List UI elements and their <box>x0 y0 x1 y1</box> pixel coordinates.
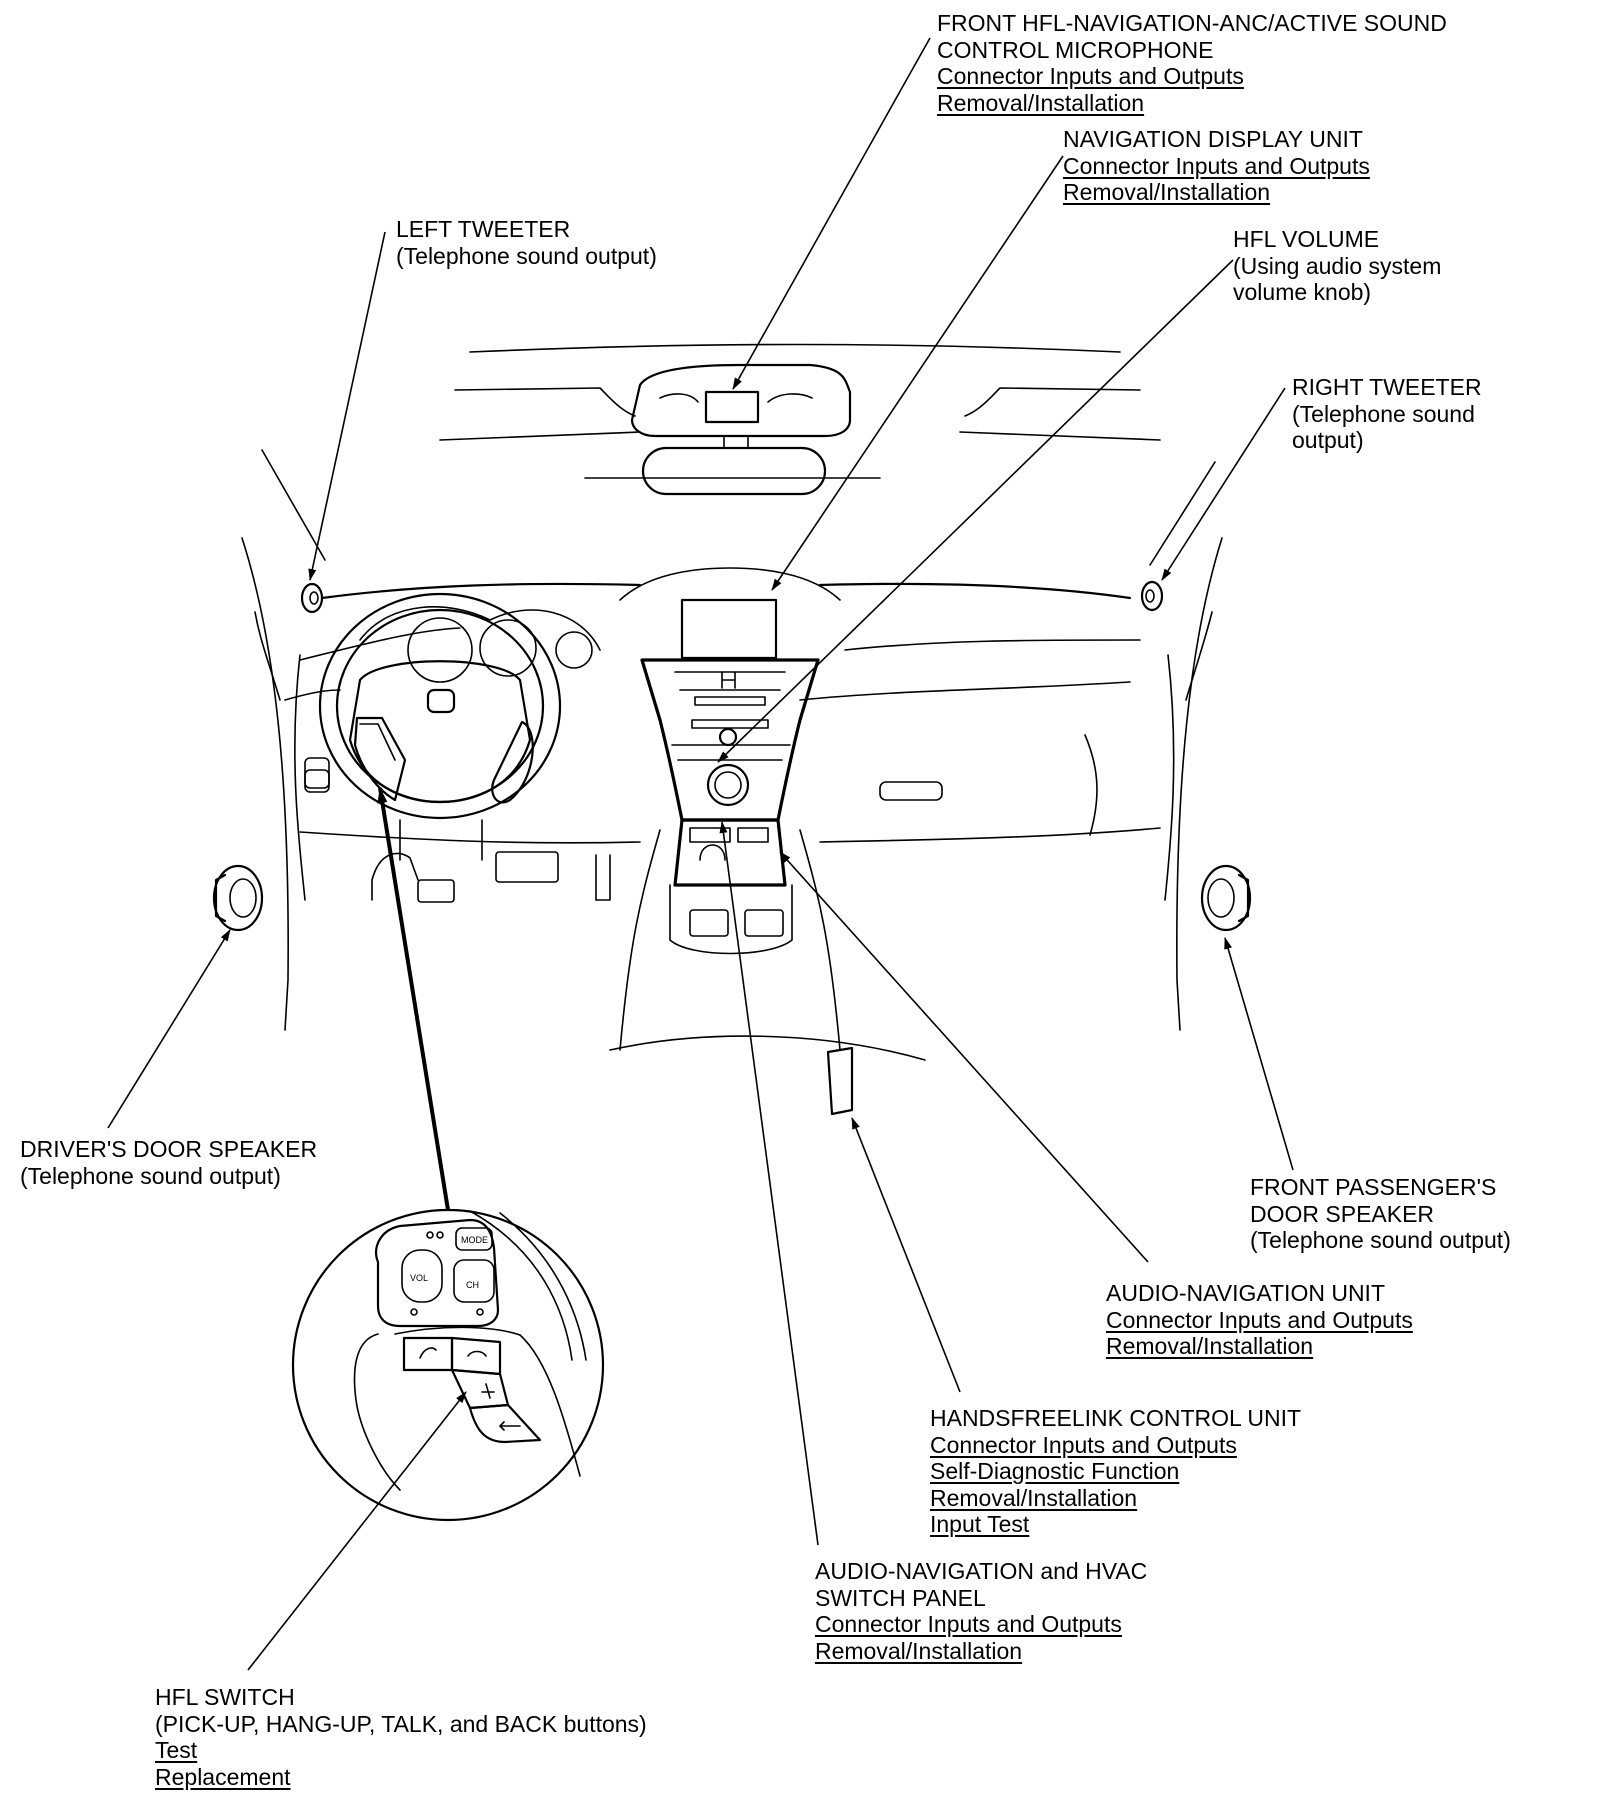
callout-title: HFL VOLUME <box>1233 226 1380 252</box>
callout-note: (Telephone sound output) <box>20 1162 281 1189</box>
callout-note: volume knob) <box>1233 279 1372 305</box>
passenger-door-speaker <box>1200 864 1252 932</box>
left-tweeter <box>300 582 324 614</box>
hang-up-icon <box>467 1350 487 1357</box>
back-icon <box>499 1421 521 1431</box>
link-removal-installation[interactable]: Removal/Installation <box>1106 1333 1314 1359</box>
callout-title: HANDSFREELINK CONTROL UNIT <box>930 1405 1302 1431</box>
link-self-diagnostic-function[interactable]: Self-Diagnostic Function <box>930 1458 1180 1484</box>
rear-view-mirror <box>641 435 827 496</box>
hfl-switch-magnified: MODE VOL CH <box>291 1208 605 1522</box>
volume-knob <box>718 727 738 747</box>
callout-title: AUDIO-NAVIGATION UNIT <box>1106 1280 1385 1306</box>
callout-title: FRONT PASSENGER'S <box>1250 1174 1497 1200</box>
link-removal-installation[interactable]: Removal/Installation <box>930 1484 1138 1511</box>
hfl-control-unit <box>826 1046 854 1116</box>
callout-audio-navigation-unit: AUDIO-NAVIGATION UNIT Connector Inputs a… <box>1106 1280 1413 1360</box>
callout-hfl-control-unit: HANDSFREELINK CONTROL UNIT Connector Inp… <box>930 1405 1301 1538</box>
leader-lines <box>107 37 1294 1671</box>
center-console <box>609 818 926 1061</box>
callout-title: FRONT HFL-NAVIGATION-ANC/ACTIVE SOUND <box>937 10 1447 36</box>
steering-wheel <box>318 592 562 861</box>
callout-title: DRIVER'S DOOR SPEAKER <box>20 1136 318 1162</box>
callout-note: output) <box>1292 427 1364 453</box>
callout-switch-panel: AUDIO-NAVIGATION and HVAC SWITCH PANEL C… <box>815 1558 1147 1664</box>
front-microphone <box>704 390 760 424</box>
link-removal-installation[interactable]: Removal/Installation <box>815 1637 1023 1664</box>
callout-note: (PICK-UP, HANG-UP, TALK, and BACK button… <box>155 1710 647 1737</box>
callout-front-microphone: FRONT HFL-NAVIGATION-ANC/ACTIVE SOUND CO… <box>937 10 1447 116</box>
link-connector-inputs-outputs[interactable]: Connector Inputs and Outputs <box>1063 152 1370 179</box>
callout-drivers-door-speaker: DRIVER'S DOOR SPEAKER (Telephone sound o… <box>20 1136 317 1189</box>
callout-title: SWITCH PANEL <box>815 1584 986 1611</box>
callout-navigation-display: NAVIGATION DISPLAY UNIT Connector Inputs… <box>1063 126 1370 206</box>
instrument-cluster <box>359 606 601 683</box>
dashboard <box>284 582 1161 844</box>
link-replacement[interactable]: Replacement <box>155 1763 291 1790</box>
callout-hfl-volume: HFL VOLUME (Using audio system volume kn… <box>1233 226 1441 306</box>
talk-icon <box>481 1383 495 1399</box>
callout-title: CONTROL MICROPHONE <box>937 36 1214 63</box>
callout-note: (Telephone sound output) <box>396 242 657 269</box>
pick-up-icon <box>419 1347 437 1359</box>
overhead-console <box>630 363 852 438</box>
link-connector-inputs-outputs[interactable]: Connector Inputs and Outputs <box>815 1611 1122 1637</box>
body-structure <box>241 449 1223 1031</box>
pedals <box>371 851 611 903</box>
link-removal-installation[interactable]: Removal/Installation <box>1063 179 1271 205</box>
callout-note: (Telephone sound <box>1292 400 1475 427</box>
callout-title: AUDIO-NAVIGATION and HVAC <box>815 1558 1148 1584</box>
link-connector-inputs-outputs[interactable]: Connector Inputs and Outputs <box>930 1431 1237 1458</box>
callout-hfl-switch: HFL SWITCH (PICK-UP, HANG-UP, TALK, and … <box>155 1684 647 1790</box>
callout-title: RIGHT TWEETER <box>1292 374 1482 400</box>
mode-label: MODE <box>461 1235 488 1245</box>
windshield-header <box>439 343 1161 479</box>
callout-right-tweeter: RIGHT TWEETER (Telephone sound output) <box>1292 374 1482 454</box>
link-test[interactable]: Test <box>155 1737 198 1763</box>
center-stack <box>619 567 841 822</box>
callout-title: NAVIGATION DISPLAY UNIT <box>1063 126 1363 152</box>
navigation-display <box>680 598 778 660</box>
right-tweeter <box>1140 580 1164 612</box>
callout-title: HFL SWITCH <box>155 1684 295 1710</box>
callout-title: LEFT TWEETER <box>396 216 571 242</box>
callout-left-tweeter: LEFT TWEETER (Telephone sound output) <box>396 216 657 269</box>
callout-note: (Using audio system <box>1233 252 1442 279</box>
link-removal-installation[interactable]: Removal/Installation <box>937 89 1145 116</box>
link-connector-inputs-outputs[interactable]: Connector Inputs and Outputs <box>937 63 1244 89</box>
vol-label: VOL <box>410 1273 428 1283</box>
link-input-test[interactable]: Input Test <box>930 1511 1030 1537</box>
drivers-door-speaker <box>212 864 264 932</box>
callout-title: DOOR SPEAKER <box>1250 1200 1435 1227</box>
callout-passenger-door-speaker: FRONT PASSENGER'S DOOR SPEAKER (Telephon… <box>1250 1174 1511 1254</box>
link-connector-inputs-outputs[interactable]: Connector Inputs and Outputs <box>1106 1306 1413 1333</box>
ch-label: CH <box>466 1280 479 1290</box>
callout-note: (Telephone sound output) <box>1250 1227 1511 1253</box>
